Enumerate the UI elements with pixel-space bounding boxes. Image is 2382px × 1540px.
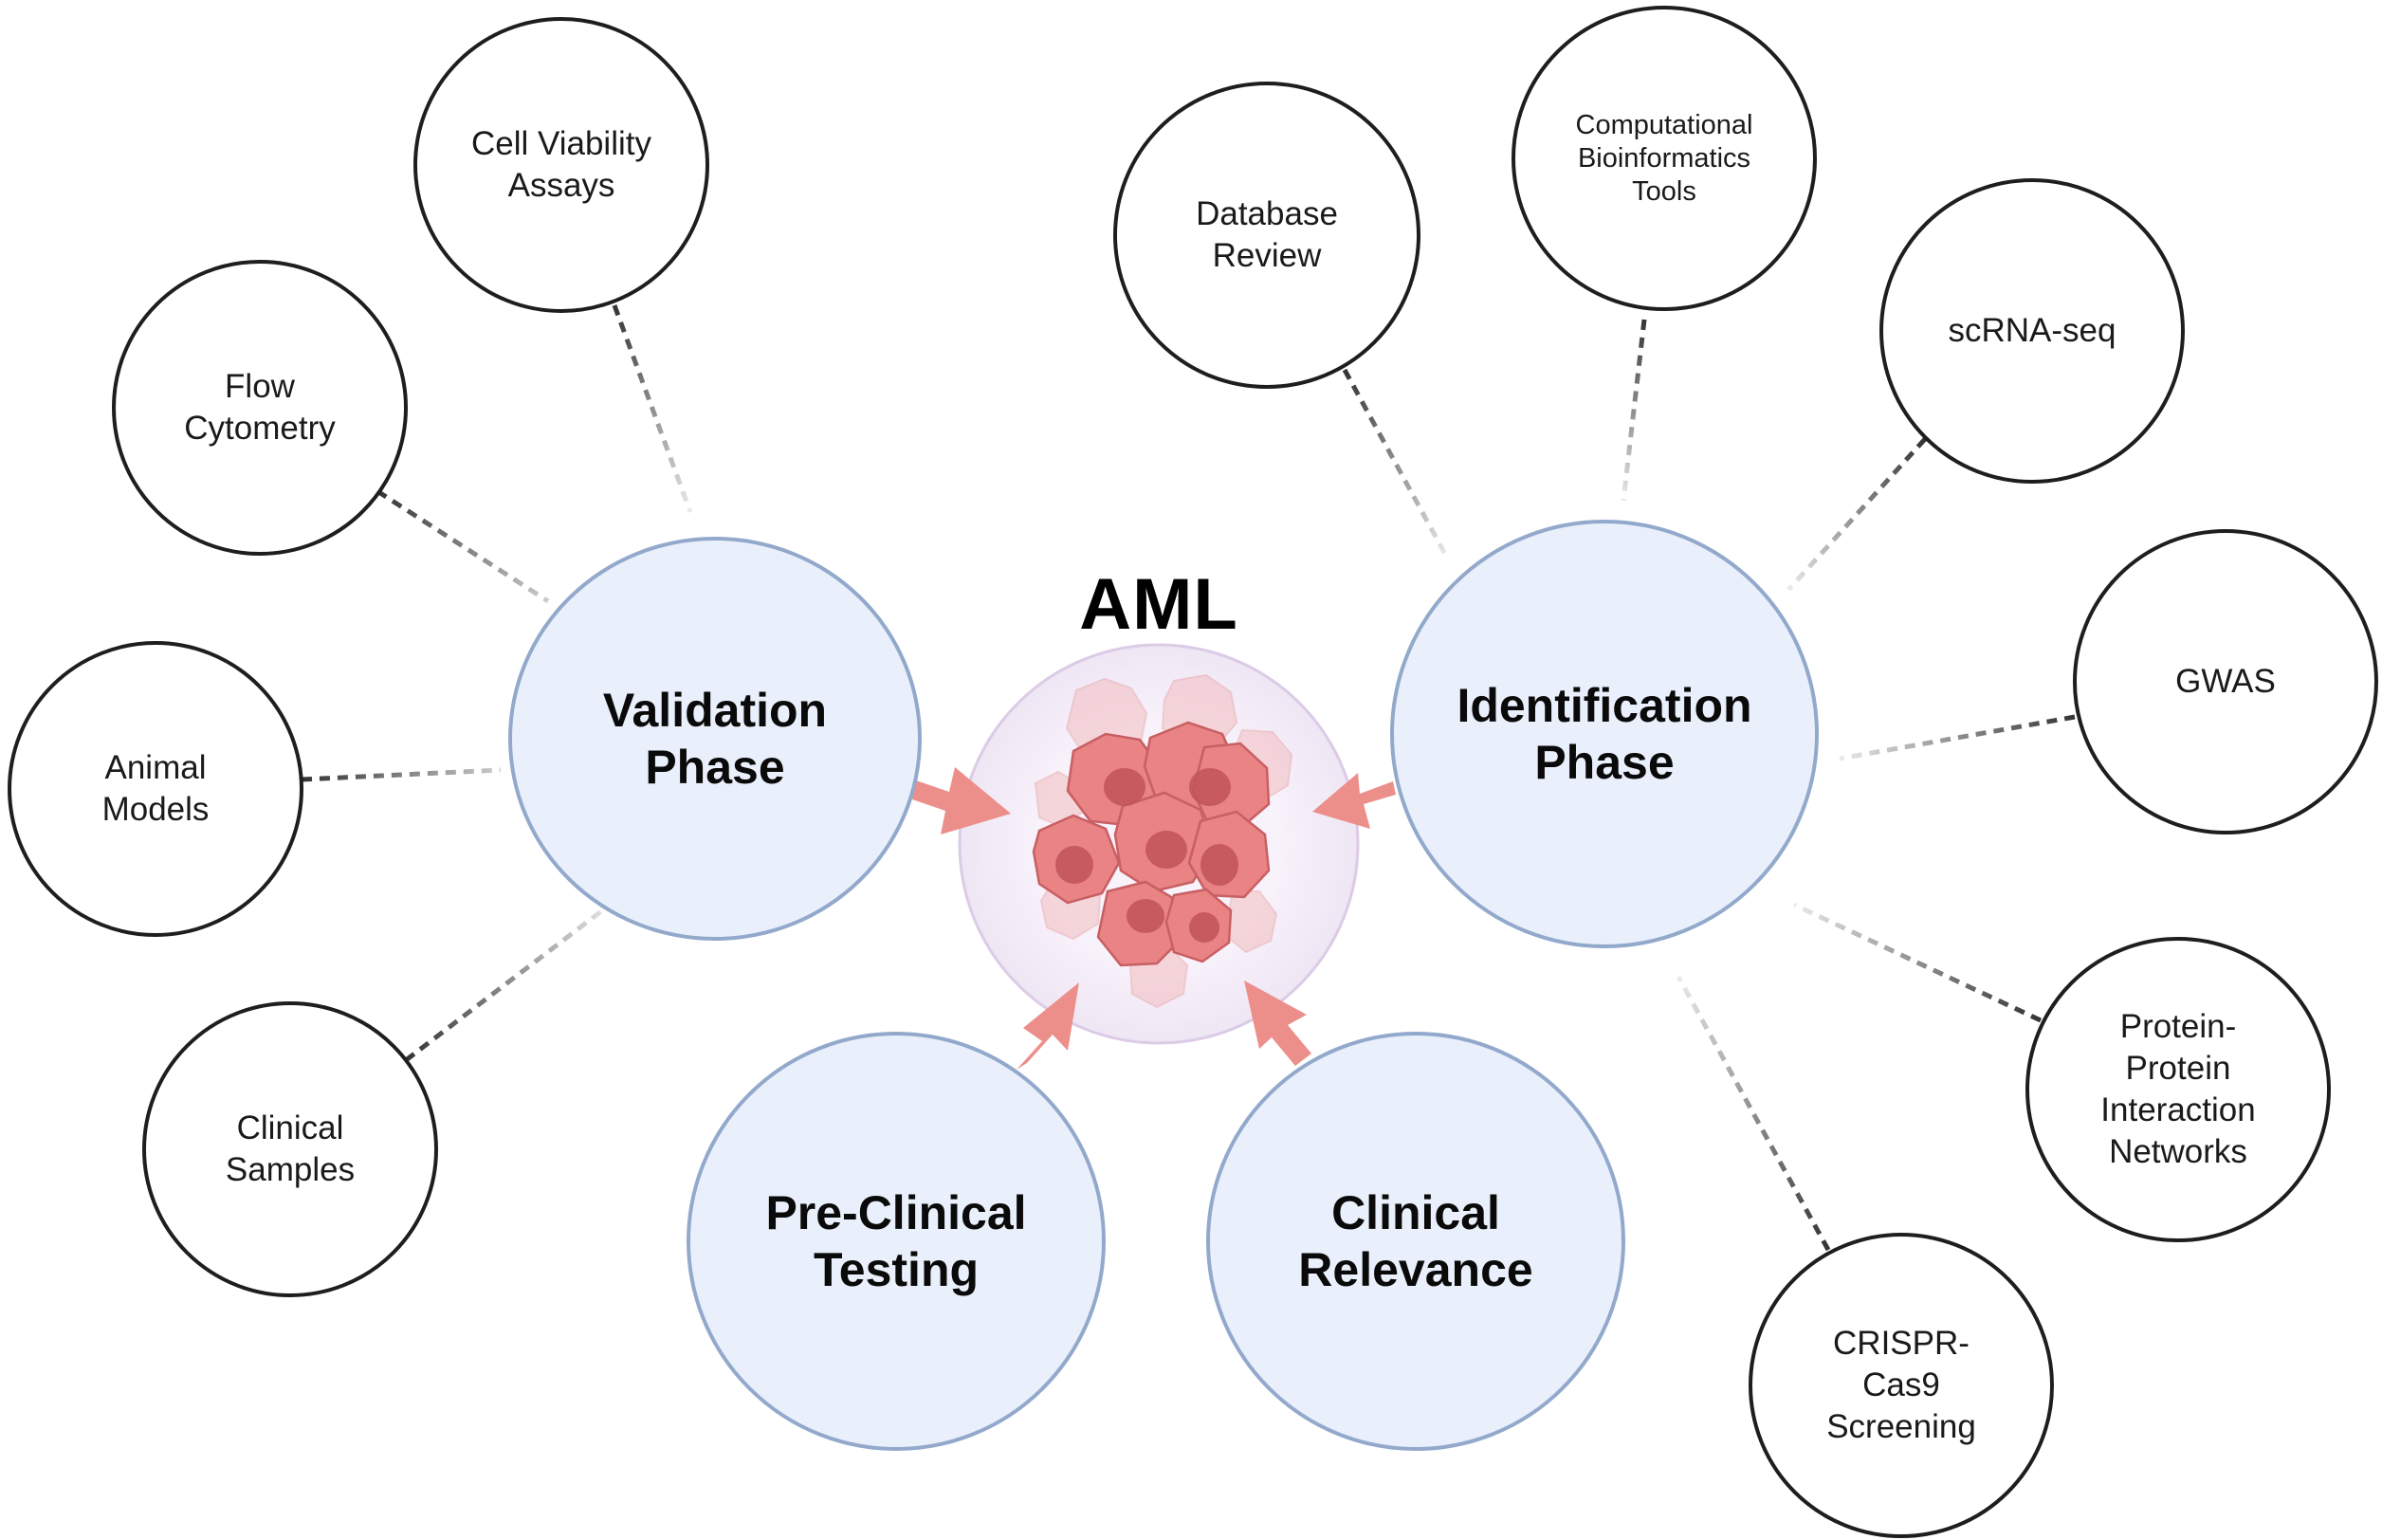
scrna-seq-node: scRNA-seq — [1879, 178, 2185, 484]
clinical-samples-node: Clinical Samples — [142, 1001, 438, 1297]
cell-viability-assays-node: Cell Viability Assays — [413, 17, 709, 313]
connector-computational-tools — [1621, 319, 1647, 502]
animal-models-node: Animal Models — [8, 641, 303, 937]
crispr-cas9-screening-node: CRISPR- Cas9 Screening — [1749, 1233, 2054, 1538]
aml-cell-cluster-icon — [958, 643, 1360, 1045]
identification-phase-node: Identification Phase — [1390, 520, 1819, 948]
preclinical-testing-label: Pre-Clinical Testing — [765, 1186, 1027, 1296]
connector-clinical-samples — [404, 907, 607, 1062]
connector-scrna-seq — [1786, 437, 1927, 592]
connector-animal-models — [301, 767, 502, 782]
validation-phase-node: Validation Phase — [508, 537, 922, 941]
protein-protein-interaction-networks-label: Protein- Protein Interaction Networks — [2100, 1008, 2256, 1170]
connector-gwas — [1839, 714, 2076, 761]
computational-bioinformatics-tools-node: Computational Bioinformatics Tools — [1512, 6, 1817, 311]
flow-cytometry-node: Flow Cytometry — [112, 260, 408, 556]
connector-flow-cytometry — [376, 488, 550, 604]
connector-ppi-networks — [1792, 902, 2043, 1023]
crispr-cas9-screening-label: CRISPR- Cas9 Screening — [1826, 1325, 1976, 1445]
clinical-relevance-label: Clinical Relevance — [1298, 1186, 1533, 1296]
flow-cytometry-label: Flow Cytometry — [184, 368, 336, 447]
database-review-node: Database Review — [1113, 82, 1420, 389]
diagram-title: AML — [1079, 563, 1238, 645]
gwas-node: GWAS — [2073, 529, 2378, 834]
clinical-samples-label: Clinical Samples — [225, 1109, 356, 1188]
arrow-preclinical-to-aml — [1017, 982, 1079, 1070]
identification-phase-label: Identification Phase — [1457, 679, 1752, 789]
animal-models-label: Animal Models — [101, 749, 210, 828]
database-review-label: Database Review — [1196, 195, 1338, 274]
computational-bioinformatics-tools-label: Computational Bioinformatics Tools — [1575, 109, 1753, 207]
cell-viability-assays-label: Cell Viability Assays — [471, 125, 651, 204]
connector-database-review — [1342, 368, 1450, 559]
connector-cell-viability — [612, 304, 693, 513]
scrna-seq-label: scRNA-seq — [1948, 312, 2116, 349]
arrow-clinical-relevance-to-aml — [1244, 981, 1311, 1066]
arrow-identification-to-aml — [1312, 773, 1396, 829]
protein-protein-interaction-networks-node: Protein- Protein Interaction Networks — [2025, 937, 2331, 1242]
clinical-relevance-node: Clinical Relevance — [1206, 1032, 1625, 1451]
connector-crispr — [1676, 975, 1831, 1252]
arrow-validation-to-aml — [912, 767, 1011, 834]
validation-phase-label: Validation Phase — [602, 684, 828, 794]
gwas-label: GWAS — [2175, 663, 2276, 700]
preclinical-testing-node: Pre-Clinical Testing — [687, 1032, 1106, 1451]
